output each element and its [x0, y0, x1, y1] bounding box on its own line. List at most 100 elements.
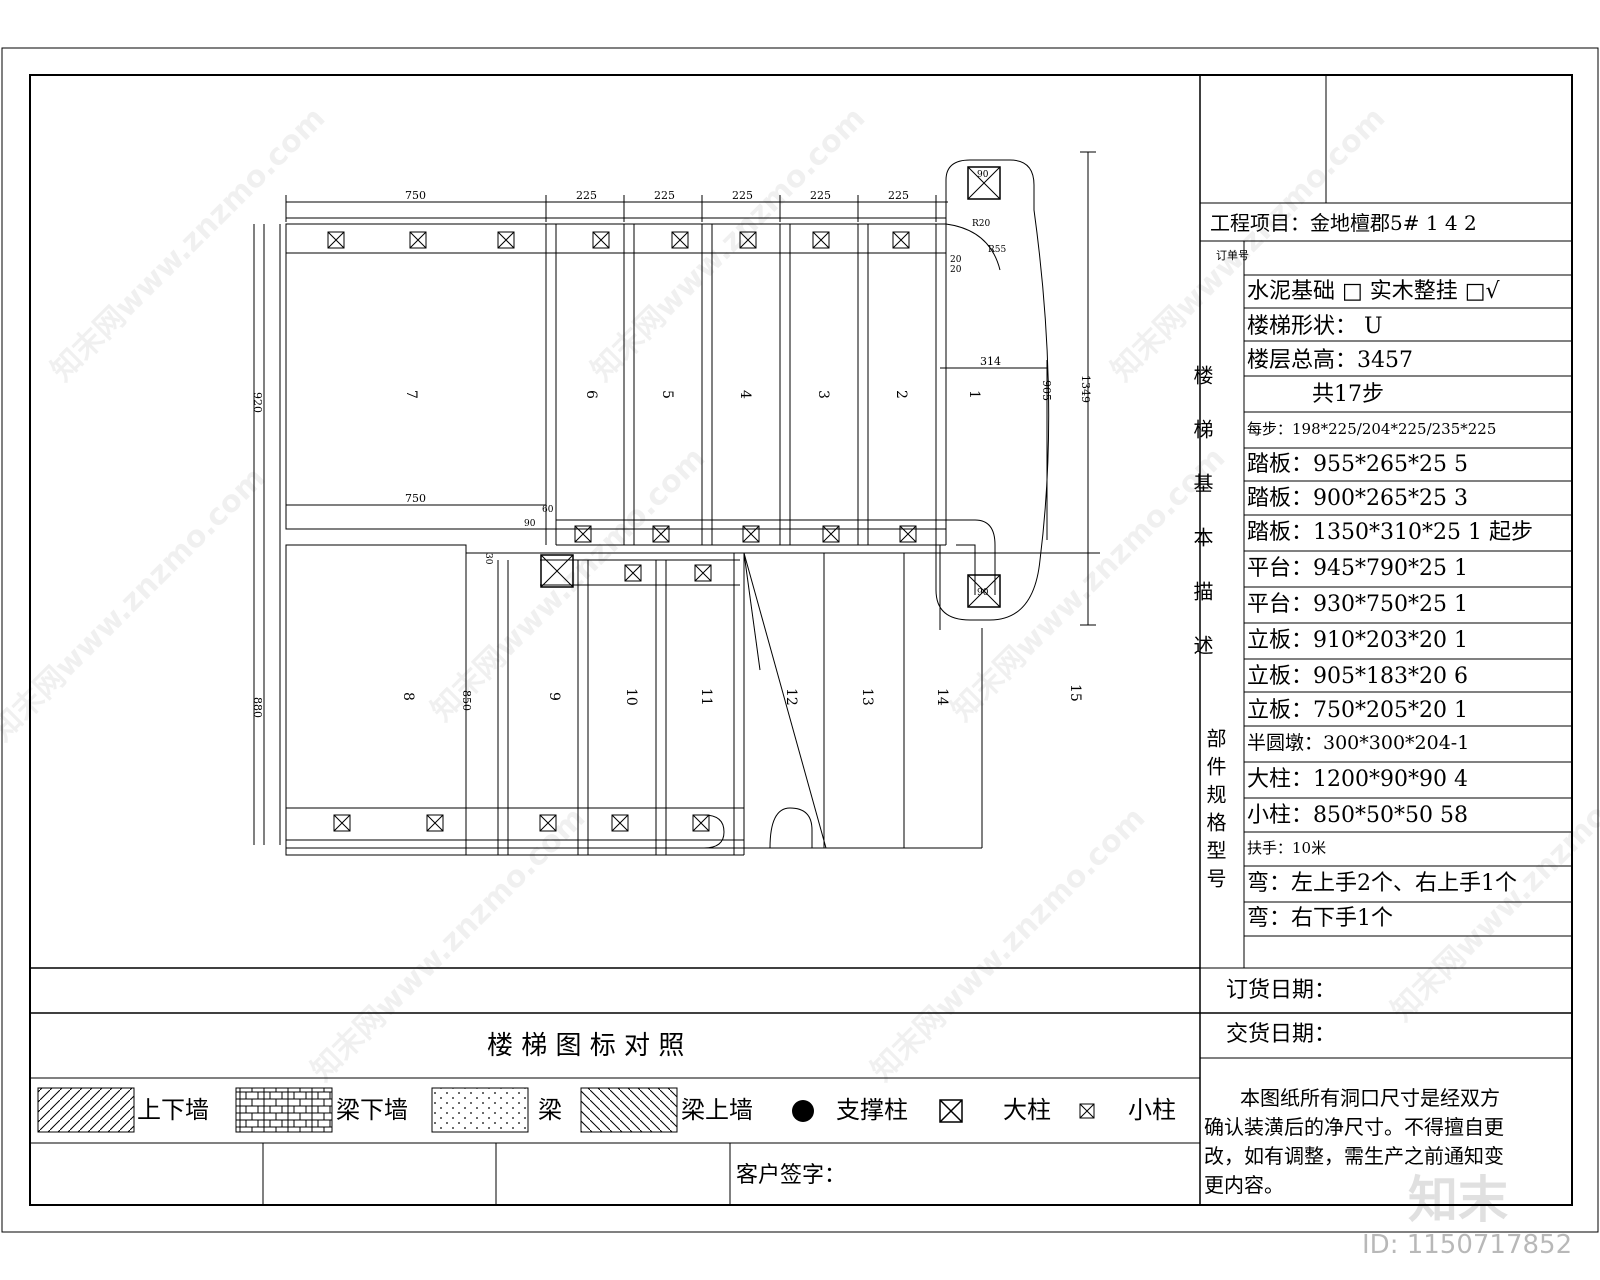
- dim-left-0: 920: [251, 392, 264, 413]
- small-post-icon: [742, 525, 760, 543]
- dim-inner-6: 20: [950, 255, 962, 265]
- dim-top-2: 225: [654, 189, 675, 202]
- sheet-border: [1, 47, 1599, 1233]
- dim-inner-0: 750: [405, 492, 426, 505]
- step-number: 8: [400, 692, 416, 701]
- per-step: 每步：198*225/204*225/235*225: [1247, 420, 1497, 438]
- post-label-1: 90: [977, 588, 989, 598]
- order-date-label: 订货日期：: [1226, 978, 1337, 1003]
- note-line: 更内容。: [1204, 1173, 1284, 1197]
- step-number: 9: [546, 692, 562, 701]
- dim-inner-5: 30: [483, 553, 493, 565]
- project-name: 工程项目：金地檀郡5# 1 4 2: [1210, 211, 1477, 235]
- step-number: 6: [583, 390, 599, 399]
- watermark-id: ID: 1150717852: [1362, 1230, 1573, 1260]
- small-post-icon: [574, 525, 592, 543]
- small-post-icon: [652, 525, 670, 543]
- small-post-icon: [892, 231, 910, 249]
- small-post-icon: [409, 231, 427, 249]
- wall-updown-swatch: [37, 1087, 135, 1133]
- step-number: 15: [1067, 684, 1083, 702]
- dim-inner-8: R20: [972, 219, 991, 229]
- spec-grid: [1200, 240, 1572, 968]
- note-line: 确认装潢后的净尺寸。不得擅自更: [1204, 1115, 1504, 1139]
- dim-inner-3: 60: [542, 505, 554, 515]
- foundation-type: 水泥基础 □ 实木整挂 □√: [1247, 279, 1500, 304]
- steps-total: 共17步: [1312, 382, 1384, 407]
- spec-row: 立板：910*203*20 1: [1247, 628, 1468, 653]
- step-number: 13: [859, 688, 875, 706]
- post-label-0: 90: [977, 170, 989, 180]
- small-post-icon: [739, 231, 757, 249]
- small-post-icon: [1079, 1103, 1095, 1119]
- spec-row: 踏板：900*265*25 3: [1247, 486, 1468, 511]
- legend-support-column: 支撑柱: [836, 1096, 908, 1124]
- small-post-icon: [899, 525, 917, 543]
- step-numbers: 1 2 3 4 5 6 7 8 9 10 11 12 13 14 15: [400, 390, 1083, 706]
- small-post-icon: [333, 814, 351, 832]
- spec-row: 弯：左上手2个、右上手1个: [1247, 871, 1517, 896]
- legend-title: 楼 梯 图 标 对 照: [487, 1031, 685, 1061]
- dimension-labels: 750 225 225 225 225 225 750 314 60 90 20…: [251, 170, 1092, 718]
- small-post-icon: [822, 525, 840, 543]
- small-post-icon: [692, 814, 710, 832]
- dim-top-0: 750: [405, 189, 426, 202]
- post-markers: [327, 166, 1001, 832]
- step-number: 4: [737, 390, 753, 399]
- dim-left-1: 880: [251, 697, 264, 718]
- spec-row: 半圆墩：300*300*204-1: [1247, 732, 1470, 754]
- side-title-parts: 部件规格型号: [1203, 728, 1227, 896]
- dim-inner-7: 20: [950, 265, 962, 275]
- disclaimer-note: 本图纸所有洞口尺寸是经双方 确认装潢后的净尺寸。不得擅自更 改，如有调整，需生产…: [1204, 1084, 1568, 1200]
- step-number: 7: [403, 390, 419, 399]
- dim-inner-4: 90: [524, 519, 536, 529]
- dim-inner-1: 314: [980, 355, 1001, 368]
- total-height: 楼层总高：3457: [1247, 348, 1413, 373]
- step-number: 3: [815, 390, 831, 399]
- step-number: 5: [659, 390, 675, 399]
- small-post-icon: [539, 814, 557, 832]
- step-number: 10: [623, 688, 639, 706]
- small-post-icon: [497, 231, 515, 249]
- dim-top-1: 225: [576, 189, 597, 202]
- note-line: 改，如有调整，需生产之前通知变: [1204, 1144, 1504, 1168]
- legend-small-post: 小柱: [1128, 1096, 1176, 1124]
- spec-row: 扶手：10米: [1247, 839, 1327, 857]
- small-post-icon: [671, 231, 689, 249]
- spec-row: 平台：945*790*25 1: [1247, 556, 1468, 581]
- spec-row: 踏板：955*265*25 5: [1247, 452, 1468, 477]
- big-post-icon: [967, 574, 1001, 608]
- small-post-icon: [694, 564, 712, 582]
- spec-row: 小柱：850*50*50 58: [1247, 803, 1468, 828]
- step-number: 1: [966, 390, 982, 399]
- legend-big-post: 大柱: [1003, 1096, 1051, 1124]
- small-post-icon: [812, 231, 830, 249]
- note-line: 本图纸所有洞口尺寸是经双方: [1240, 1086, 1500, 1110]
- dim-right-1: 1349: [1079, 375, 1092, 403]
- support-column-icon: [792, 1100, 814, 1122]
- wall-above-beam-swatch: [580, 1087, 678, 1133]
- order-number-label: 订单号: [1216, 249, 1249, 262]
- spec-row: 弯：右下手1个: [1247, 906, 1393, 931]
- spec-row: 大柱：1200*90*90 4: [1247, 767, 1468, 792]
- big-post-icon: [540, 554, 574, 588]
- dim-inner-9: R55: [988, 245, 1007, 255]
- spec-row: 立板：750*205*20 1: [1247, 698, 1468, 723]
- legend-wall-above-beam: 梁上墙: [681, 1096, 753, 1124]
- spec-row: 踏板：1350*310*25 1 起步: [1247, 520, 1533, 545]
- side-title-description: 楼梯基本描述: [1190, 365, 1214, 689]
- dim-top-4: 225: [810, 189, 831, 202]
- dim-top-5: 225: [888, 189, 909, 202]
- step-number: 12: [783, 688, 799, 706]
- small-post-icon: [327, 231, 345, 249]
- step-number: 2: [893, 390, 909, 399]
- big-post-icon: [967, 166, 1001, 200]
- beam-swatch: [431, 1087, 529, 1133]
- dim-right-0: 905: [1040, 380, 1053, 401]
- stair-plan: [253, 151, 1100, 856]
- wall-under-beam-swatch: [235, 1087, 333, 1133]
- customer-signature-label: 客户签字：: [736, 1163, 847, 1188]
- step-number: 11: [698, 688, 714, 706]
- spec-row: 平台：930*750*25 1: [1247, 592, 1468, 617]
